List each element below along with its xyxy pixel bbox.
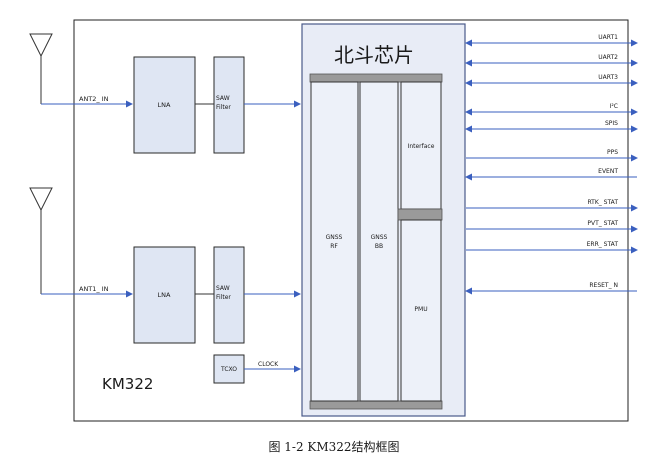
tcxo-block <box>213 354 245 384</box>
signal-label-6: EVENT <box>598 168 618 175</box>
saw-top-line1: SAW <box>216 95 230 102</box>
saw-filter-top-block <box>213 56 245 154</box>
ant1-label: ANT1_ IN <box>79 285 109 293</box>
pmu-label: PMU <box>414 306 427 313</box>
saw-filter-bottom-block <box>213 246 245 344</box>
chip-top-bar <box>309 73 443 83</box>
tcxo-label: TCXO <box>220 366 237 373</box>
clock-label: CLOCK <box>258 361 279 368</box>
saw-bottom-line2: Filter <box>216 294 231 301</box>
interface-pmu-divider <box>397 208 443 221</box>
gnss-bb-line1: GNSS <box>371 234 388 241</box>
interface-block <box>400 81 442 210</box>
ant2-label: ANT2_ IN <box>79 95 109 103</box>
lna-bottom-block <box>133 246 196 344</box>
saw-top-line2: Filter <box>216 104 231 111</box>
signal-label-10: RESET_ N <box>589 282 618 289</box>
signal-label-7: RTK_ STAT <box>587 199 618 206</box>
saw-bottom-line1: SAW <box>216 285 230 292</box>
signal-label-9: ERR_ STAT <box>587 241 619 248</box>
antenna-bottom-icon <box>29 187 53 294</box>
gnss-rf-block <box>310 81 359 402</box>
gnss-rf-line2: RF <box>330 243 338 250</box>
chip-title: 北斗芯片 <box>334 43 414 67</box>
pmu-block <box>400 219 442 402</box>
signal-label-4: SPIS <box>605 120 618 127</box>
signal-label-0: UART1 <box>598 34 618 41</box>
gnss-rf-line1: GNSS <box>326 234 343 241</box>
signal-label-8: PVT_ STAT <box>587 220 618 227</box>
model-label: KM322 <box>102 375 153 393</box>
gnss-bb-line2: BB <box>375 243 383 250</box>
signal-label-1: UART2 <box>598 54 618 61</box>
lna-top-block <box>133 56 196 154</box>
lna-bottom-label: LNA <box>158 291 171 299</box>
signal-label-5: PPS <box>607 149 618 156</box>
gnss-bb-block <box>359 81 399 402</box>
signal-label-2: UART3 <box>598 74 618 81</box>
interface-label: Interface <box>408 143 435 150</box>
chip-bottom-bar <box>309 400 443 410</box>
figure-caption: 图 1-2 KM322结构框图 <box>268 439 399 454</box>
antenna-top-icon <box>29 33 53 104</box>
signal-label-3: I²C <box>610 103 618 110</box>
lna-top-label: LNA <box>158 101 171 109</box>
